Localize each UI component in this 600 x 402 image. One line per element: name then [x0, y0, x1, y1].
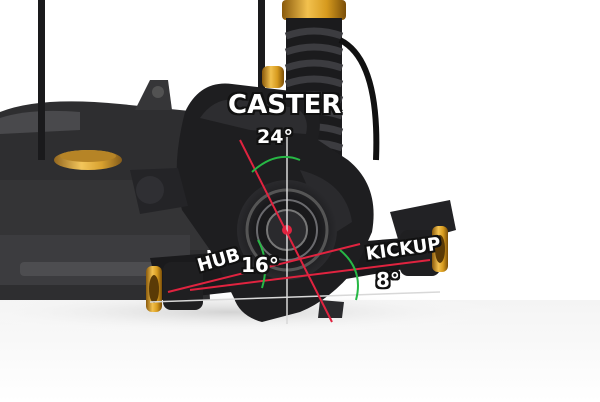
hub-line	[167, 243, 361, 293]
caster-label: CASTER	[228, 90, 342, 120]
gold-pivot-right	[432, 226, 448, 272]
angle-overlay	[149, 130, 441, 324]
antenna-rod	[38, 0, 45, 160]
kickup-angle-value: 8°	[376, 268, 400, 292]
kickup-line	[189, 259, 431, 291]
caster-angle-value: 24°	[257, 126, 293, 148]
kickup-arc	[339, 249, 359, 301]
horizontal-reference-line	[149, 291, 441, 303]
hub-angle-value: 16°	[241, 253, 279, 277]
caster-arc	[251, 156, 301, 173]
hub-arc	[257, 239, 267, 289]
gold-pivot-left	[146, 266, 162, 312]
shock-rod	[258, 0, 265, 88]
